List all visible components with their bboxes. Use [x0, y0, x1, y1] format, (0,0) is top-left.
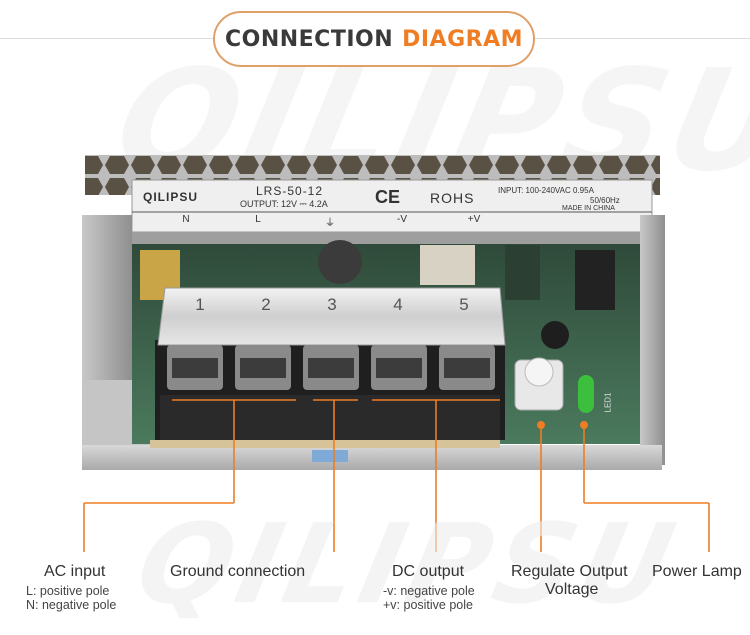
plate-input: INPUT: 100-240VAC 0.95A — [498, 186, 594, 195]
terminal-mark-n: N — [182, 214, 190, 225]
casing-left — [82, 215, 132, 380]
plate-brand: QILIPSU — [143, 190, 199, 204]
terminal-number-4: 4 — [393, 295, 403, 314]
terminal-screws — [167, 345, 495, 390]
terminal-number-5: 5 — [459, 295, 469, 314]
power-lamp-label: Power Lamp — [652, 563, 742, 580]
terminal-cover — [157, 287, 506, 346]
terminal-mark-ground: ⏚ — [325, 218, 335, 229]
terminal-marks-row: N L ⏚ -V +V — [150, 214, 510, 229]
terminal-number-3: 3 — [327, 295, 337, 314]
terminal-number-1: 1 — [195, 295, 205, 314]
rohs-mark: ROHS — [430, 190, 475, 206]
dc-output-pos-note: +v: positive pole — [383, 598, 473, 612]
header-rule-left — [0, 38, 213, 39]
ac-input-label: AC input — [44, 563, 106, 580]
ac-input-n-note: N: negative pole — [26, 598, 117, 612]
plate-made-in: MADE IN CHINA — [562, 205, 615, 212]
label-plate — [131, 179, 653, 233]
led-label: LED1 — [603, 392, 613, 413]
dc-output-label: DC output — [392, 563, 465, 580]
regulate-voltage-label-line1: Regulate Output — [511, 563, 628, 580]
casing-right — [640, 215, 665, 465]
ground-connection-label: Ground connection — [170, 563, 306, 580]
title-dark: CONNECTION — [224, 26, 394, 52]
plate-freq: 50/60Hz — [590, 196, 620, 205]
page-title: CONNECTION DIAGRAM — [213, 11, 535, 67]
header-rule-right — [535, 38, 750, 39]
terminal-numbers-row: 1 2 3 4 5 — [167, 295, 497, 315]
power-led — [578, 375, 594, 413]
casing-bottom — [82, 445, 662, 470]
ac-input-l-note: L: positive pole — [26, 584, 110, 598]
terminal-number-2: 2 — [261, 295, 271, 314]
title-accent: DIAGRAM — [402, 26, 524, 52]
terminal-mark-neg: -V — [397, 214, 407, 225]
terminal-mark-pos: +V — [467, 214, 481, 225]
regulate-voltage-label-line2: Voltage — [545, 581, 599, 598]
terminal-mark-l: L — [255, 214, 261, 225]
plate-model: LRS-50-12 — [256, 184, 324, 198]
ce-mark: CE — [375, 187, 401, 207]
dc-output-neg-note: -v: negative pole — [383, 584, 475, 598]
plate-output: OUTPUT: 12V ⎓ 4.2A — [240, 199, 328, 209]
